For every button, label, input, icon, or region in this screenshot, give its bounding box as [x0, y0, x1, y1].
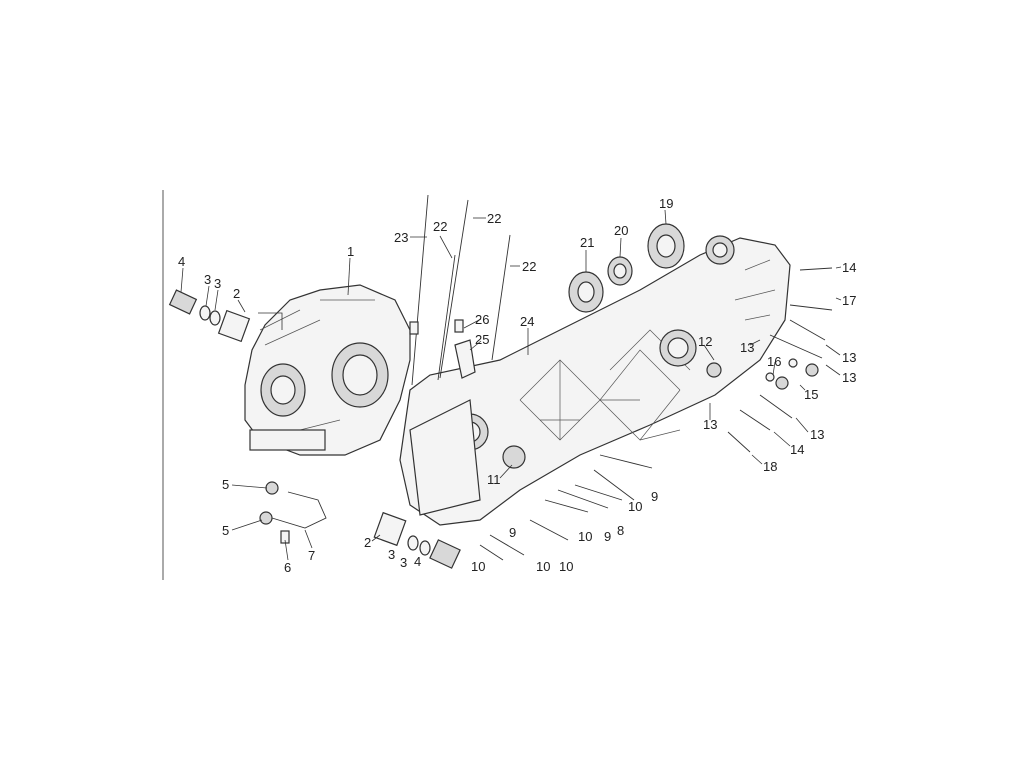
callout-15: 15	[804, 387, 818, 402]
left-oil-plug-set	[168, 289, 251, 343]
callout-14-bottom: 14	[790, 442, 804, 457]
callout-1: 1	[347, 244, 354, 259]
callout-4-bottom: 4	[414, 554, 421, 569]
callout-3-bottom-a: 3	[388, 547, 395, 562]
callout-19: 19	[659, 196, 673, 211]
callout-10-c: 10	[559, 559, 573, 574]
callout-22-c: 22	[522, 259, 536, 274]
callout-20: 20	[614, 223, 628, 238]
callout-22-a: 22	[433, 219, 447, 234]
callout-3-top-a: 3	[204, 272, 211, 287]
callout-6: 6	[284, 560, 291, 575]
callout-9-a: 9	[651, 489, 658, 504]
callout-16: 16	[767, 354, 781, 369]
callout-10-a: 10	[628, 499, 642, 514]
leader-lines	[180, 209, 842, 561]
callout-9-c: 9	[509, 525, 516, 540]
callout-11: 11	[487, 472, 501, 487]
callout-23: 23	[394, 230, 408, 245]
callout-4-top: 4	[178, 254, 185, 269]
crankcase-left-half	[244, 284, 411, 456]
callout-10-e: 10	[471, 559, 485, 574]
callout-17: 17	[842, 293, 856, 308]
callout-24: 24	[520, 314, 534, 329]
callout-13-c: 13	[842, 370, 856, 385]
callout-2-bottom: 2	[364, 535, 371, 550]
callout-7: 7	[308, 548, 315, 563]
oil-pipe-assembly	[259, 481, 327, 544]
callout-10-b: 10	[578, 529, 592, 544]
bearings	[568, 223, 685, 313]
callout-13-e: 13	[810, 427, 824, 442]
callout-10-d: 10	[536, 559, 550, 574]
callout-labels: 1 4 3 3 2 5 5 6 7 2 3 3 4 23 22 22 22 26…	[178, 196, 856, 575]
callout-8: 8	[617, 523, 624, 538]
lower-oil-plug-set	[373, 511, 461, 569]
callout-22-b: 22	[487, 211, 501, 226]
callout-25: 25	[475, 332, 489, 347]
callout-5-b: 5	[222, 523, 229, 538]
callout-5-a: 5	[222, 477, 229, 492]
callout-13-a: 13	[740, 340, 754, 355]
crankcase-right-half	[399, 235, 791, 526]
callout-13-d: 13	[703, 417, 717, 432]
callout-9-b: 9	[604, 529, 611, 544]
callout-13-b: 13	[842, 350, 856, 365]
callout-3-top-b: 3	[214, 276, 221, 291]
callout-21: 21	[580, 235, 594, 250]
callout-3-bottom-b: 3	[400, 555, 407, 570]
callout-12: 12	[698, 334, 712, 349]
bolt-set	[479, 267, 833, 561]
callout-14-top: 14	[842, 260, 856, 275]
callout-18: 18	[763, 459, 777, 474]
callout-26: 26	[475, 312, 489, 327]
callout-2-top: 2	[233, 286, 240, 301]
